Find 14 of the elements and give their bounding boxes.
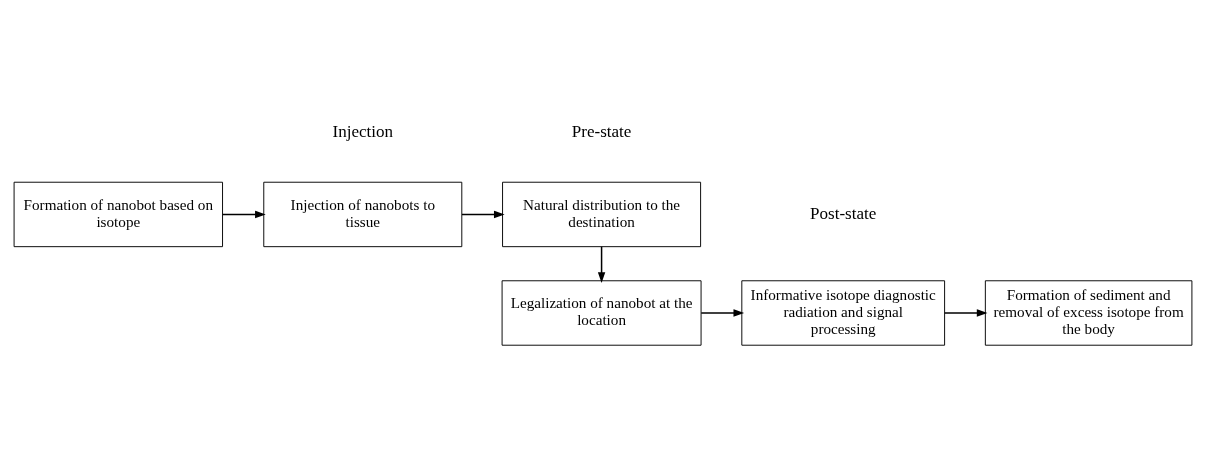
node-box: Legalization of nanobot at the location [501, 279, 702, 346]
arrow [944, 308, 988, 317]
arrow [221, 210, 266, 218]
node-box: Injection of nanobots to tissue [263, 181, 463, 247]
label: Injection [332, 121, 394, 141]
node-box: Formation of sediment and removal of excess isotope from the body [984, 279, 1193, 346]
node-box: Formation of nanobot based on isotope [13, 181, 224, 247]
label: Post-state [810, 203, 877, 223]
label: Pre-state [571, 121, 632, 141]
arrow [700, 308, 745, 317]
arrow [597, 245, 606, 283]
arrow [461, 210, 505, 218]
node-box: Natural distribution to the destination [502, 181, 702, 247]
node-box: Informative isotope diagnostic radiation and signal processing [741, 279, 946, 346]
